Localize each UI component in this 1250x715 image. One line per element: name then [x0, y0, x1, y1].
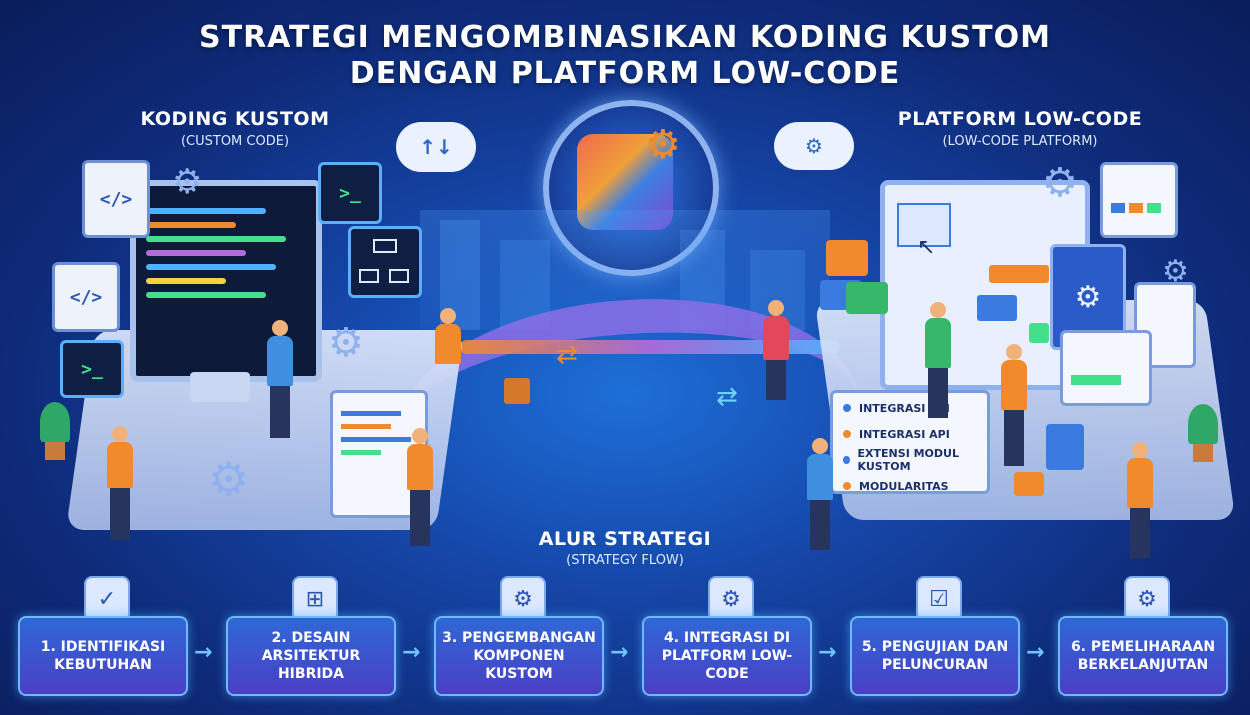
- plant-icon: [1188, 404, 1220, 464]
- list-item-label: EXTENSI MODUL KUSTOM: [857, 447, 959, 473]
- flow-step-label: 6. PEMELIHARAAN BERKELANJUTAN: [1070, 639, 1216, 673]
- list-item-label: INTEGRASI API: [859, 427, 950, 441]
- gear-icon: ⚙: [645, 122, 681, 168]
- gear-icon: ⚙: [208, 452, 250, 506]
- gear-wrench-icon: ⚙: [500, 576, 546, 622]
- double-arrow-icon: ⇄: [716, 382, 738, 412]
- arrow-right-icon: →: [610, 640, 629, 665]
- lego-block-orange: [826, 240, 868, 276]
- flow-step-label: 4. INTEGRASI DI PLATFORM LOW-CODE: [661, 630, 793, 682]
- arrow-right-icon: →: [1026, 640, 1045, 665]
- flow-step-label: 3. PENGEMBANGAN KOMPONEN KUSTOM: [442, 630, 596, 682]
- bullet-dot: [843, 430, 851, 438]
- terminal-card: >_: [60, 340, 124, 398]
- developer-person: [107, 426, 133, 540]
- developer-person: [1127, 442, 1153, 558]
- list-item-label: MODULARITAS: [859, 479, 949, 493]
- developer-person: [763, 300, 789, 400]
- flow-step-label: 5. PENGUJIAN DAN PELUNCURAN: [861, 639, 1009, 673]
- list-item: MODULARITAS: [833, 473, 987, 499]
- flow-step-6: 6. PEMELIHARAAN BERKELANJUTAN: [1058, 616, 1228, 696]
- flow-step-label: 1. IDENTIFIKASI KEBUTUHAN: [40, 639, 166, 673]
- code-card: </>: [82, 160, 150, 238]
- developer-person: [1001, 344, 1027, 466]
- list-item: EXTENSI MODUL KUSTOM: [833, 447, 987, 473]
- gear-icon: ⚙: [1042, 160, 1078, 206]
- puzzle-icon: [577, 134, 673, 230]
- monitor-stand: [190, 372, 250, 402]
- package-box-icon: [504, 378, 530, 404]
- list-item: INTEGRASI API: [833, 395, 987, 421]
- road-stripe: [460, 340, 840, 354]
- arrow-right-icon: →: [402, 640, 421, 665]
- double-arrow-icon: ⇄: [556, 340, 578, 370]
- main-title-line1: STRATEGI MENGOMBINASIKAN KODING KUSTOM: [199, 20, 1051, 55]
- integration-list-card: INTEGRASI API INTEGRASI API EXTENSI MODU…: [830, 390, 990, 494]
- clipboard-check-icon: ✓: [84, 576, 130, 622]
- diagram-card: [348, 226, 422, 298]
- block-icon: [1014, 472, 1044, 496]
- strategy-flow-title: ALUR STRATEGI: [538, 528, 712, 550]
- ui-card: [1060, 330, 1152, 406]
- flow-step-label: 2. DESAIN ARSITEKTUR HIBRIDA: [261, 630, 361, 682]
- developer-person: [807, 438, 833, 550]
- left-section-title: KODING KUSTOM: [140, 108, 330, 130]
- developer-person: [925, 302, 951, 418]
- lego-block-green: [846, 282, 888, 314]
- integration-hub-gear: ⚙: [543, 100, 719, 276]
- flow-step-4: 4. INTEGRASI DI PLATFORM LOW-CODE: [642, 616, 812, 696]
- gear-icon: ⚙: [328, 320, 364, 366]
- low-code-builder-window: ↖: [880, 180, 1090, 390]
- code-monitor: [130, 180, 322, 382]
- flowchart-icon: ⊞: [292, 576, 338, 622]
- code-card: </>: [52, 262, 120, 332]
- developer-person: [407, 428, 433, 546]
- ui-block-card: [1100, 162, 1178, 238]
- database-icon: [1046, 424, 1084, 470]
- list-item: INTEGRASI API: [833, 421, 987, 447]
- developer-person: [435, 308, 461, 364]
- plant-icon: [40, 402, 72, 462]
- strategy-flow-row: ✓ 1. IDENTIFIKASI KEBUTUHAN → ⊞ 2. DESAI…: [18, 574, 1232, 704]
- arrow-right-icon: →: [818, 640, 837, 665]
- flow-step-3: 3. PENGEMBANGAN KOMPONEN KUSTOM: [434, 616, 604, 696]
- flow-step-1: 1. IDENTIFIKASI KEBUTUHAN: [18, 616, 188, 696]
- strategy-flow-subtitle: (STRATEGY FLOW): [566, 553, 684, 568]
- gear-icon: ⚙: [1162, 254, 1189, 289]
- gear-wrench-icon: ⚙: [1124, 576, 1170, 622]
- list-item-label: INTEGRASI API: [859, 401, 950, 415]
- right-section-subtitle: (LOW-CODE PLATFORM): [942, 134, 1098, 149]
- bullet-dot: [843, 456, 850, 464]
- flow-step-5: 5. PENGUJIAN DAN PELUNCURAN: [850, 616, 1020, 696]
- terminal-card: >_: [318, 162, 382, 224]
- flow-step-2: 2. DESAIN ARSITEKTUR HIBRIDA: [226, 616, 396, 696]
- main-title-line2: DENGAN PLATFORM LOW-CODE: [349, 56, 901, 91]
- developer-person: [267, 320, 293, 438]
- city-skyline: [420, 210, 830, 330]
- cloud-sync-icon: ↑↓: [396, 122, 476, 172]
- gear-icon: ⚙: [172, 162, 203, 202]
- left-section-subtitle: (CUSTOM CODE): [180, 134, 290, 149]
- right-section-title: PLATFORM LOW-CODE: [897, 108, 1143, 130]
- cloud-gear-icon: ⚙: [774, 122, 854, 170]
- bullet-dot: [843, 482, 851, 490]
- bullet-dot: [843, 404, 851, 412]
- arrow-right-icon: →: [194, 640, 213, 665]
